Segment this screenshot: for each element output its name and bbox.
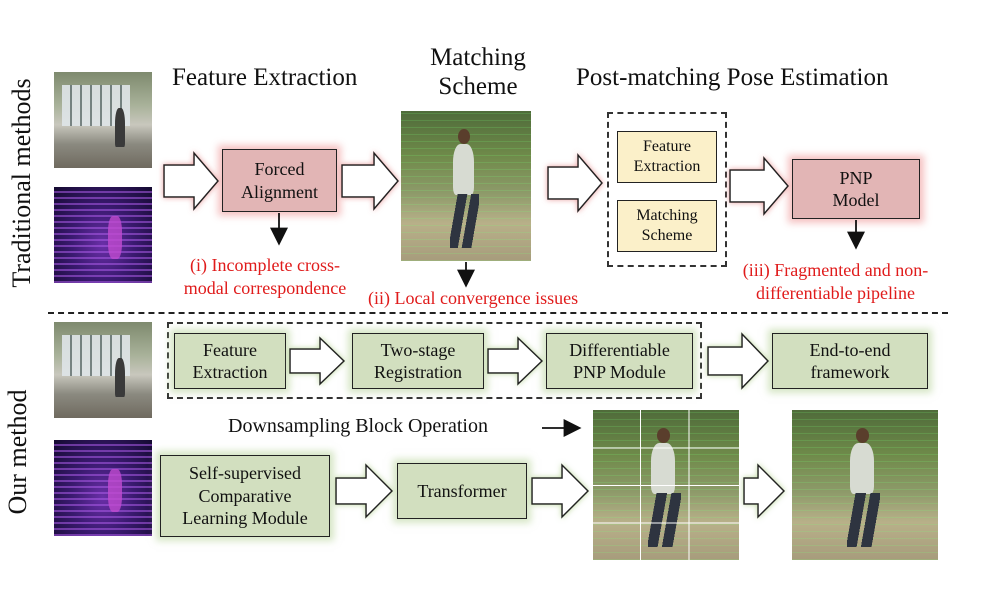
- issue-incomplete-correspondence: (i) Incomplete cross- modal corresponden…: [170, 254, 360, 301]
- output-scene-image: [792, 410, 938, 560]
- self-supervised-box: Self-supervised Comparative Learning Mod…: [160, 455, 330, 537]
- pipeline-dashed-frame: [167, 322, 702, 399]
- block-arrow-icon: [163, 150, 219, 212]
- post-matching-scheme-line1: Matching: [636, 207, 698, 224]
- forced-alignment-line2: Alignment: [241, 181, 318, 202]
- block-arrow-icon: [289, 336, 346, 386]
- downsampling-label: Downsampling Block Operation: [228, 415, 488, 437]
- two-stage-line1: Two-stage: [380, 339, 456, 360]
- forced-alignment-line1: Forced: [254, 159, 305, 179]
- feature-extraction-line2: Extraction: [192, 362, 268, 382]
- post-feature-extraction-line2: Extraction: [633, 158, 701, 175]
- post-feature-extraction-line1: Feature: [643, 138, 691, 155]
- pnp-model-line1: PNP: [839, 167, 873, 188]
- post-matching-dashed-frame: [607, 112, 727, 267]
- diff-pnp-line1: Differentiable: [569, 339, 670, 360]
- block-arrow-icon: [487, 336, 544, 386]
- camera-image-traditional: [54, 72, 152, 168]
- self-supervised-line3: Learning Module: [182, 508, 308, 529]
- self-supervised-line1: Self-supervised: [189, 463, 301, 484]
- block-arrow-icon: [729, 155, 789, 217]
- post-matching-scheme-box: Matching Scheme: [617, 200, 717, 252]
- self-supervised-line2: Comparative: [198, 485, 292, 506]
- feature-extraction-line1: Feature: [203, 339, 257, 360]
- downsampled-grid-image: [593, 410, 739, 560]
- end-to-end-line1: End-to-end: [809, 339, 891, 360]
- block-arrow-icon: [531, 463, 590, 519]
- end-to-end-box: End-to-end framework: [772, 333, 928, 389]
- block-arrow-icon: [743, 463, 786, 519]
- section-divider: [48, 312, 948, 314]
- end-to-end-line2: framework: [810, 362, 890, 382]
- two-stage-line2: Registration: [374, 362, 462, 382]
- heading-matching-line2: Scheme: [438, 72, 518, 100]
- post-feature-extraction-box: Feature Extraction: [617, 131, 717, 183]
- issue-fragmented-pipeline: (iii) Fragmented and non- differentiable…: [718, 259, 953, 306]
- lidar-image-ours: [54, 440, 152, 536]
- heading-matching-scheme: Matching Scheme: [412, 44, 544, 102]
- heading-feature-extraction: Feature Extraction: [172, 64, 358, 91]
- camera-image-ours: [54, 322, 152, 418]
- pnp-model-line2: Model: [832, 190, 880, 210]
- two-stage-registration-box: Two-stage Registration: [352, 333, 484, 389]
- block-arrow-icon: [707, 332, 770, 390]
- post-matching-scheme-line2: Scheme: [641, 227, 693, 244]
- block-arrow-icon: [547, 152, 603, 214]
- issue3-line2: differentiable pipeline: [755, 283, 916, 304]
- transformer-box: Transformer: [397, 463, 527, 519]
- issue1-line1: (i) Incomplete cross-: [190, 255, 340, 275]
- block-arrow-icon: [341, 150, 399, 212]
- diff-pnp-line2: PNP Module: [573, 362, 666, 382]
- matching-scene-image: [401, 111, 531, 261]
- differentiable-pnp-box: Differentiable PNP Module: [546, 333, 693, 389]
- forced-alignment-box: Forced Alignment: [222, 149, 337, 212]
- feature-extraction-box: Feature Extraction: [174, 333, 286, 389]
- block-arrow-icon: [335, 463, 394, 519]
- pnp-model-box: PNP Model: [792, 159, 920, 219]
- heading-matching-line1: Matching: [430, 44, 526, 71]
- lidar-image-traditional: [54, 187, 152, 283]
- issue-local-convergence: (ii) Local convergence issues: [368, 288, 579, 308]
- heading-post-matching: Post-matching Pose Estimation: [576, 64, 889, 91]
- issue1-line2: modal correspondence: [183, 278, 347, 299]
- issue3-line1: (iii) Fragmented and non-: [742, 260, 929, 280]
